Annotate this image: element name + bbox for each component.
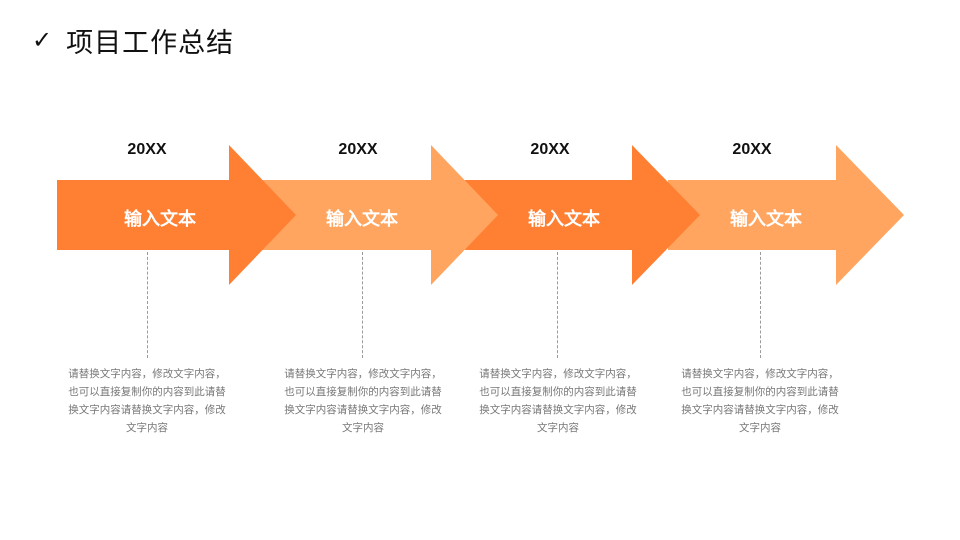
arrow-2 bbox=[262, 145, 498, 285]
step-2-description: 请替换文字内容，修改文字内容， 也可以直接复制你的内容到此请替 换文字内容请替换… bbox=[284, 368, 442, 434]
step-1-label: 输入文本 bbox=[124, 209, 196, 230]
step-1-connector bbox=[147, 252, 148, 358]
step-2-connector bbox=[362, 252, 363, 358]
check-icon: ✓ bbox=[32, 26, 53, 54]
arrow-4 bbox=[668, 145, 904, 285]
step-4-year: 20XX bbox=[732, 141, 772, 158]
step-1-description: 请替换文字内容，修改文字内容， 也可以直接复制你的内容到此请替 换文字内容请替换… bbox=[68, 368, 226, 434]
step-1-year: 20XX bbox=[127, 141, 167, 158]
step-2-label: 输入文本 bbox=[326, 209, 398, 230]
page-title: ✓ 项目工作总结 bbox=[32, 20, 234, 60]
step-2-year: 20XX bbox=[338, 141, 378, 158]
step-3-connector bbox=[557, 252, 558, 358]
arrow-1 bbox=[57, 145, 296, 285]
page-title-text: 项目工作总结 bbox=[66, 27, 235, 59]
step-4-connector bbox=[760, 252, 761, 358]
step-3-label: 输入文本 bbox=[528, 209, 600, 230]
step-3-description: 请替换文字内容，修改文字内容， 也可以直接复制你的内容到此请替 换文字内容请替换… bbox=[479, 368, 637, 434]
step-4-label: 输入文本 bbox=[730, 209, 802, 230]
step-4-description: 请替换文字内容，修改文字内容， 也可以直接复制你的内容到此请替 换文字内容请替换… bbox=[681, 368, 839, 434]
step-3-year: 20XX bbox=[530, 141, 570, 158]
arrow-3 bbox=[465, 145, 700, 285]
